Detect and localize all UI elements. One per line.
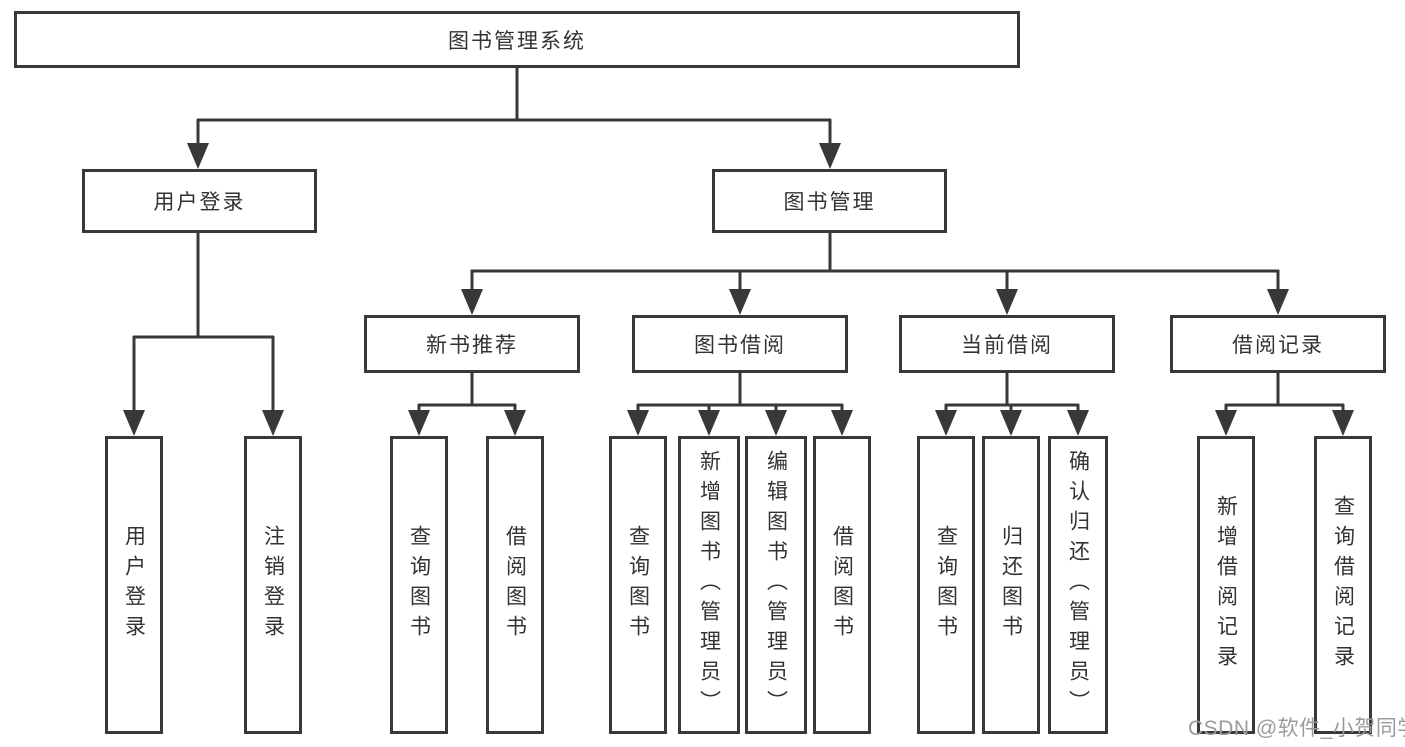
leaf-user-login: 用户登录 (105, 436, 163, 734)
leaf-add-borrow-record: 新增借阅记录 (1197, 436, 1255, 734)
leaf-label: 查询借阅记录 (1331, 495, 1355, 675)
watermark: CSDN @软件_小贺同学 (1188, 717, 1405, 740)
node-user-login: 用户登录 (82, 169, 317, 233)
leaf-logout: 注销登录 (244, 436, 302, 734)
node-library-management-system: 图书管理系统 (14, 11, 1020, 68)
leaf-edit-book-admin: 编辑图书（管理员） (745, 436, 807, 734)
leaf-confirm-return-admin: 确认归还（管理员） (1048, 436, 1108, 734)
leaf-label: 注销登录 (261, 525, 285, 645)
connector-segments (132, 68, 1345, 412)
node-new-book-recommendation: 新书推荐 (364, 315, 580, 373)
leaf-borrow-books-recommend: 借阅图书 (486, 436, 544, 734)
leaf-label: 归还图书 (999, 525, 1023, 645)
leaf-query-books-recommend: 查询图书 (390, 436, 448, 734)
leaf-label: 查询图书 (934, 525, 958, 645)
leaf-return-book: 归还图书 (982, 436, 1040, 734)
leaf-query-borrow-record: 查询借阅记录 (1314, 436, 1372, 734)
leaf-label: 编辑图书（管理员） (764, 450, 788, 720)
arrowhead-icons (123, 143, 1354, 436)
leaf-label: 查询图书 (407, 525, 431, 645)
node-current-borrowing: 当前借阅 (899, 315, 1115, 373)
leaf-query-books-current: 查询图书 (917, 436, 975, 734)
leaf-label: 确认归还（管理员） (1066, 450, 1090, 720)
node-borrowing-records: 借阅记录 (1170, 315, 1386, 373)
leaf-label: 借阅图书 (503, 525, 527, 645)
leaf-label: 新增图书（管理员） (697, 450, 721, 720)
node-book-borrowing: 图书借阅 (632, 315, 848, 373)
leaf-add-book-admin: 新增图书（管理员） (678, 436, 740, 734)
leaf-query-books-borrowing: 查询图书 (609, 436, 667, 734)
leaf-label: 用户登录 (122, 525, 146, 645)
node-book-management: 图书管理 (712, 169, 947, 233)
leaf-label: 查询图书 (626, 525, 650, 645)
leaf-borrow-books: 借阅图书 (813, 436, 871, 734)
leaf-label: 新增借阅记录 (1214, 495, 1238, 675)
leaf-label: 借阅图书 (830, 525, 854, 645)
